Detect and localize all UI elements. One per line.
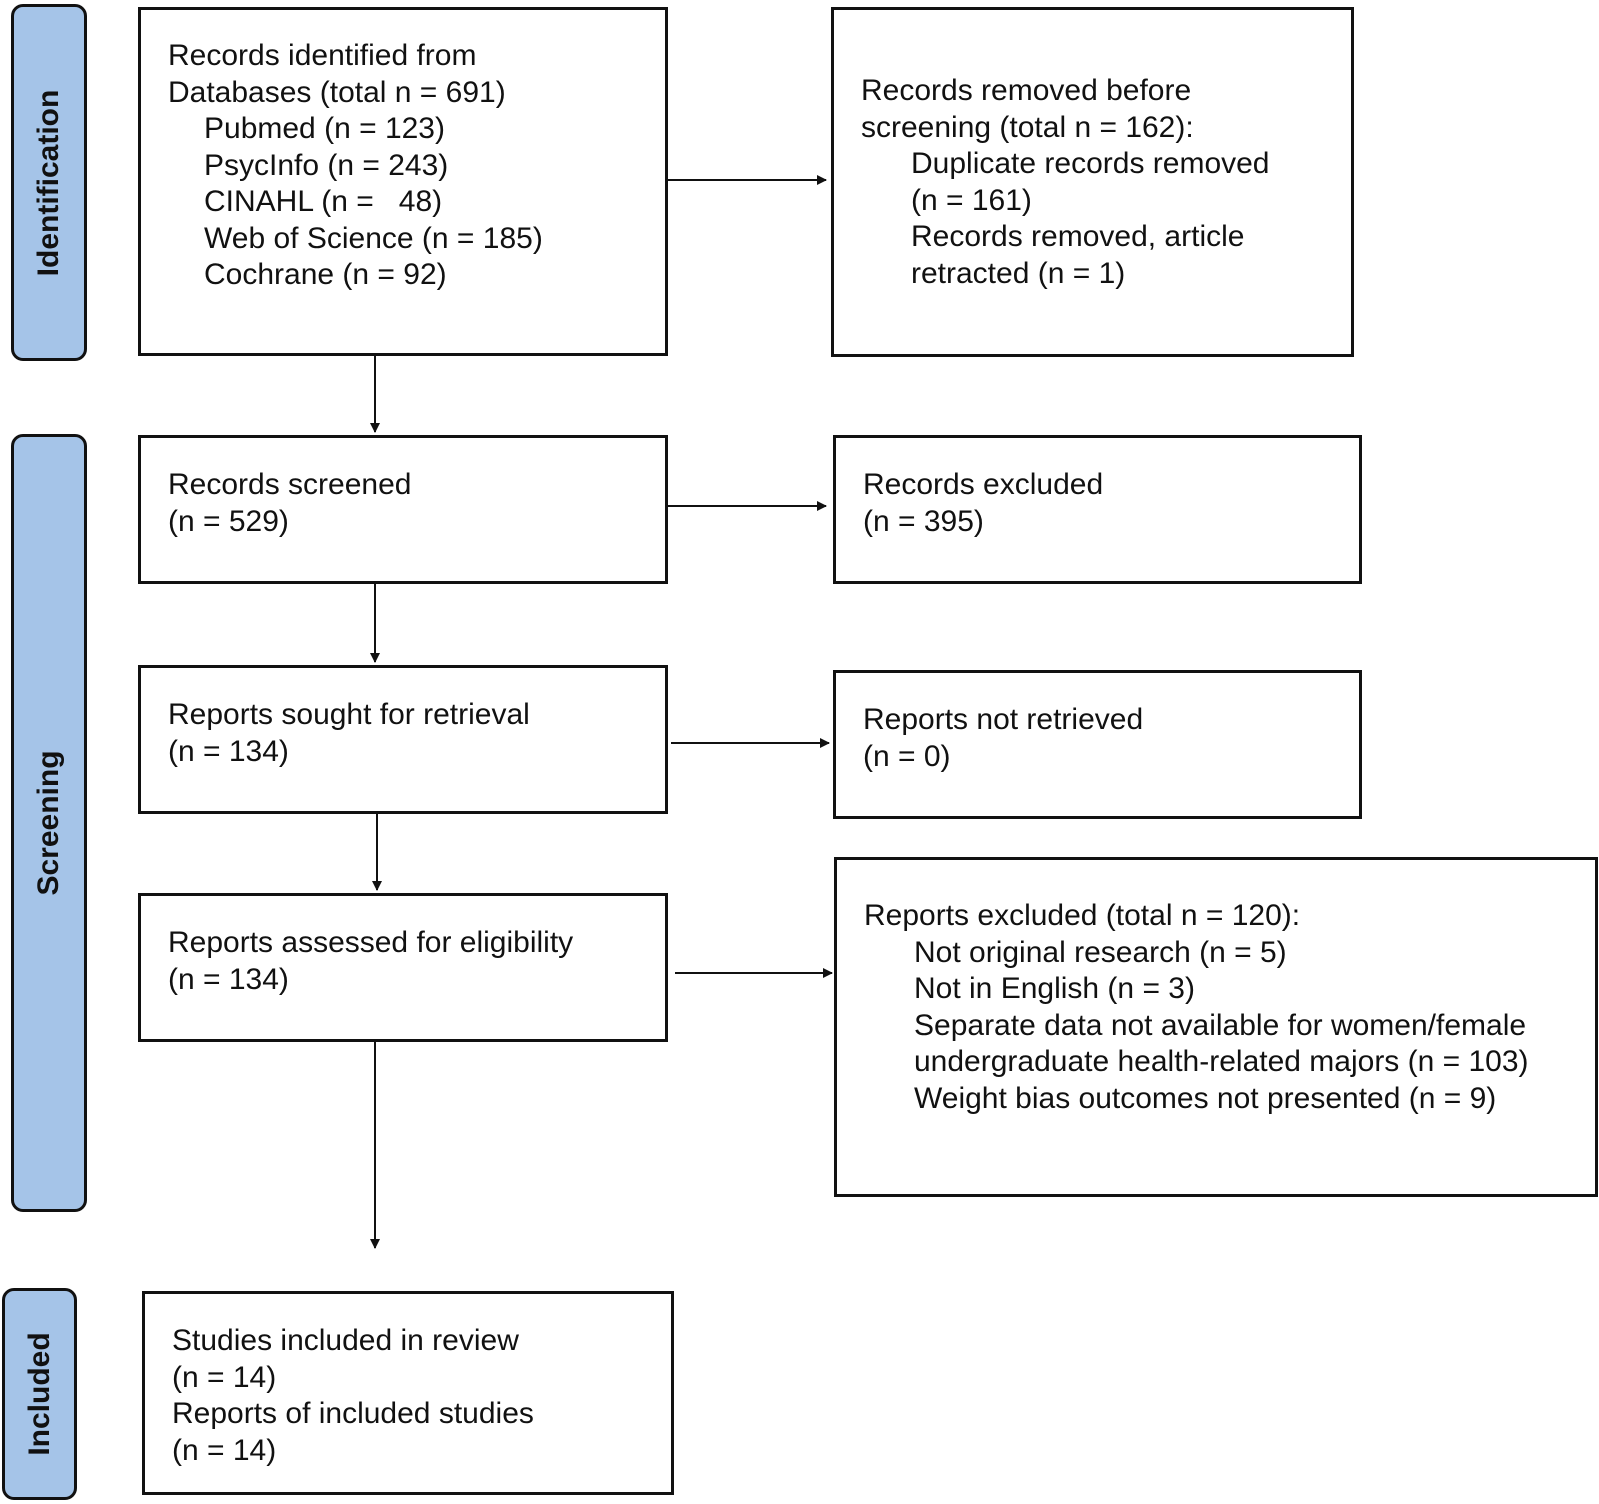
database-item: Cochrane (n = 92) [204,258,447,291]
studies-included-box: Studies included in review (n = 14) Repo… [142,1291,674,1495]
exclusion-reason: Separate data not available for women/fe… [914,1008,1527,1042]
included-line: (n = 14) [172,1433,277,1467]
removed-item: retracted (n = 1) [911,256,1126,290]
records-removed-box: Records removed before screening (total … [831,7,1354,357]
reports-not-retrieved-box: Reports not retrieved (n = 0) [833,670,1362,819]
reports-excluded-title: Reports excluded (total n = 120): [864,899,1301,932]
records-screened-box: Records screened (n = 529) [138,435,668,584]
phase-identification: Identification [11,4,87,361]
exclusion-reason: Weight bias outcomes not presented (n = … [914,1081,1497,1115]
phase-screening: Screening [11,434,87,1212]
records-excluded-count: (n = 395) [863,504,984,538]
database-item: Web of Science (n = 185) [204,221,543,255]
database-item: Pubmed (n = 123) [204,112,445,145]
records-screened-count: (n = 529) [168,504,289,538]
removed-item: Duplicate records removed [911,147,1270,180]
records-removed-title: Records removed before [861,74,1192,107]
included-line: Studies included in review [172,1324,519,1357]
records-identified-title: Records identified from [168,39,477,72]
database-item: PsycInfo (n = 243) [204,148,449,182]
reports-sought-box: Reports sought for retrieval (n = 134) [138,665,668,814]
database-item: CINAHL (n = 48) [204,185,443,218]
reports-not-retrieved-title: Reports not retrieved [863,703,1144,736]
records-identified-total: Databases (total n = 691) [168,75,506,109]
records-removed-total: screening (total n = 162): [861,110,1194,144]
reports-assessed-count: (n = 134) [168,962,289,996]
exclusion-reason: Not original research (n = 5) [914,935,1287,969]
removed-item: (n = 161) [911,183,1032,217]
exclusion-reason: Not in English (n = 3) [914,972,1195,1005]
records-identified-box: Records identified from Databases (total… [138,7,668,356]
reports-assessed-title: Reports assessed for eligibility [168,926,574,959]
exclusion-reason: undergraduate health-related majors (n =… [914,1045,1529,1078]
reports-excluded-box: Reports excluded (total n = 120): Not or… [834,857,1598,1197]
reports-sought-title: Reports sought for retrieval [168,698,530,731]
reports-sought-count: (n = 134) [168,734,289,768]
records-excluded-box: Records excluded (n = 395) [833,435,1362,584]
phase-included: Included [2,1288,77,1500]
reports-assessed-box: Reports assessed for eligibility (n = 13… [138,893,668,1042]
reports-not-retrieved-count: (n = 0) [863,739,951,773]
records-excluded-title: Records excluded [863,468,1104,501]
removed-item: Records removed, article [911,220,1245,253]
included-line: (n = 14) [172,1360,277,1394]
records-screened-title: Records screened [168,468,412,501]
included-line: Reports of included studies [172,1397,534,1430]
